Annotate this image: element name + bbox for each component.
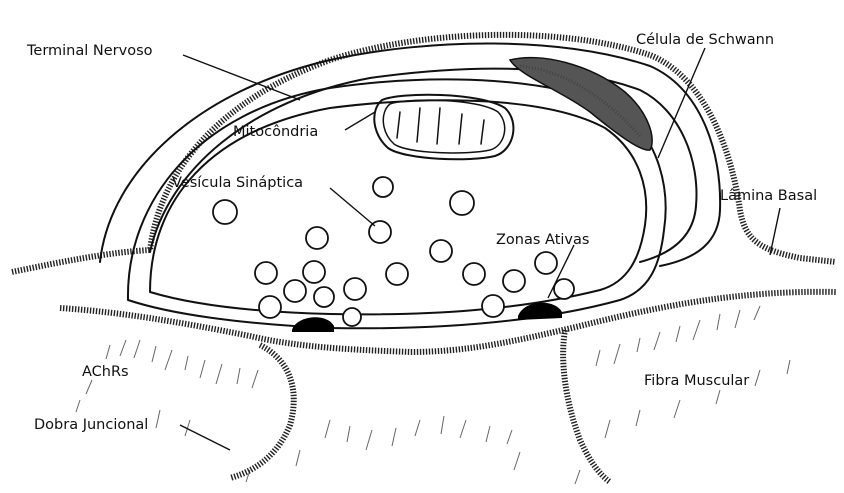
muscle-fiber: [76, 306, 790, 484]
label-leaders: [180, 48, 780, 450]
synaptic-vesicles: [213, 177, 574, 326]
label-mitocondria: Mitocôndria: [233, 124, 318, 140]
mitochondrion: [374, 95, 513, 160]
nerve-terminal: [128, 79, 666, 328]
schwann-nucleus: [510, 58, 652, 151]
basal-lamina: [12, 35, 836, 482]
label-vesicula-sinaptica: Vesícula Sináptica: [172, 175, 303, 191]
label-celula-schwann: Célula de Schwann: [636, 32, 774, 48]
label-fibra-muscular: Fibra Muscular: [644, 373, 749, 389]
label-terminal-nervoso: Terminal Nervoso: [26, 43, 153, 59]
label-achrs: AChRs: [82, 364, 129, 380]
label-zonas-ativas: Zonas Ativas: [496, 232, 589, 248]
label-dobra-juncional: Dobra Juncional: [34, 417, 148, 433]
label-lamina-basal: Lâmina Basal: [720, 188, 817, 204]
